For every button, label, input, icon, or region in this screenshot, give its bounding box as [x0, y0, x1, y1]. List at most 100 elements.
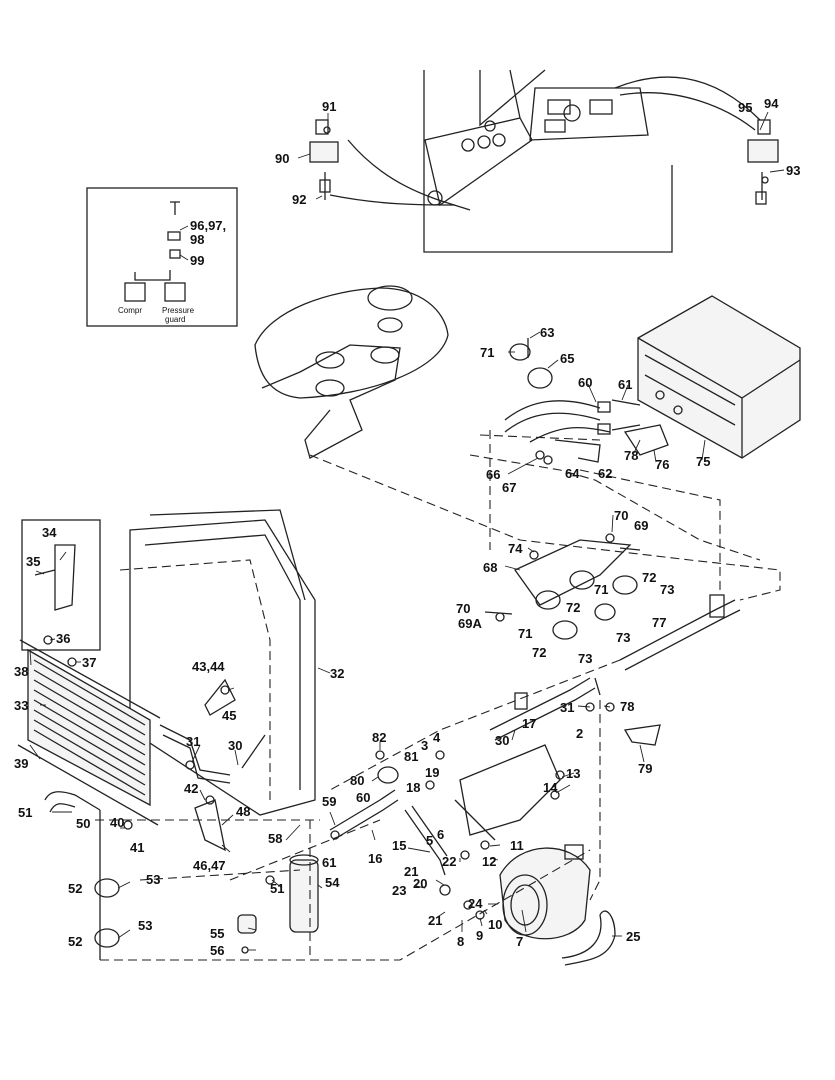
callout-71-lower: 71 — [518, 626, 532, 641]
callout-30-left: 30 — [228, 738, 242, 753]
callout-70-top: 70 — [614, 508, 628, 523]
cab-dashboard-view — [329, 69, 761, 253]
callout-53-upper: 53 — [146, 872, 160, 887]
callout-21-upper: 21 — [404, 864, 418, 879]
callout-69a: 69A — [458, 616, 482, 631]
callout-81: 81 — [404, 749, 418, 764]
evaporator-unit — [637, 295, 801, 459]
callout-19: 19 — [425, 765, 439, 780]
callout-99: 99 — [190, 253, 204, 268]
compressor — [499, 844, 591, 940]
callout-90: 90 — [275, 151, 289, 166]
hose-77 — [619, 594, 741, 671]
callout-35: 35 — [26, 554, 40, 569]
callout-78-right: 78 — [620, 699, 634, 714]
callout-7: 7 — [516, 934, 523, 949]
callout-72-bottom: 72 — [532, 645, 546, 660]
callout-37: 37 — [82, 655, 96, 670]
callout-46-47: 46,47 — [193, 858, 226, 873]
callout-91: 91 — [322, 99, 336, 114]
bracket-43-44 — [204, 678, 236, 716]
callout-66: 66 — [486, 467, 500, 482]
callout-62: 62 — [598, 466, 612, 481]
hose-clamp-63-65 — [509, 338, 553, 389]
callout-65: 65 — [560, 351, 574, 366]
callout-17: 17 — [522, 716, 536, 731]
callout-32: 32 — [330, 666, 344, 681]
leader-lines — [29, 111, 785, 951]
callout-14: 14 — [543, 780, 558, 795]
callout-72-lower: 72 — [566, 600, 580, 615]
tensioner-rod-15 — [404, 805, 448, 876]
callout-18: 18 — [406, 780, 420, 795]
callout-45: 45 — [222, 708, 236, 723]
rocker-switch-left — [309, 119, 339, 200]
callout-79: 79 — [638, 761, 652, 776]
callout-63: 63 — [540, 325, 554, 340]
callout-3: 3 — [421, 738, 428, 753]
bracket-46-47 — [194, 799, 226, 852]
callout-61-lower: 61 — [322, 855, 336, 870]
callout-77: 77 — [652, 615, 666, 630]
clamp-bracket-68 — [484, 539, 641, 640]
callout-55: 55 — [210, 926, 224, 941]
callout-70-lower: 70 — [456, 601, 470, 616]
pipe-50 — [44, 791, 101, 960]
drive-belt-25 — [561, 910, 616, 966]
pipe-30-right — [489, 677, 601, 741]
detail-box-34 — [21, 519, 101, 651]
callout-72-mid: 72 — [642, 570, 656, 585]
callout-98: 98 — [190, 232, 204, 247]
compressor-bracket-17 — [454, 744, 561, 841]
callout-41: 41 — [130, 840, 144, 855]
callout-53-lower: 53 — [138, 918, 152, 933]
callout-93: 93 — [786, 163, 800, 178]
hose-routing-dashed — [95, 430, 781, 961]
callout-6: 6 — [437, 827, 444, 842]
callout-8: 8 — [457, 934, 464, 949]
callout-60-lower: 60 — [356, 790, 370, 805]
callout-96-97: 96,97, — [190, 218, 226, 233]
callout-67: 67 — [502, 480, 516, 495]
clamp-52-upper — [94, 878, 120, 898]
callout-4: 4 — [433, 730, 441, 745]
rocker-switch-right — [747, 119, 779, 205]
bracket-62 — [535, 439, 601, 463]
callout-59: 59 — [322, 794, 336, 809]
tank-assembly — [254, 285, 449, 459]
callout-12: 12 — [482, 854, 496, 869]
callout-2: 2 — [576, 726, 583, 741]
callout-39: 39 — [14, 756, 28, 771]
callout-82: 82 — [372, 730, 386, 745]
callout-36: 36 — [56, 631, 70, 646]
clamp-52-lower — [94, 928, 120, 948]
callout-80: 80 — [350, 773, 364, 788]
evaporator-hoses — [504, 399, 669, 456]
callout-60-top: 60 — [578, 375, 592, 390]
callout-73-lower: 73 — [616, 630, 630, 645]
callout-25: 25 — [626, 929, 640, 944]
callout-22: 22 — [442, 854, 456, 869]
callout-48: 48 — [236, 804, 250, 819]
callout-74: 74 — [508, 541, 523, 556]
callout-54: 54 — [325, 875, 340, 890]
callout-52-upper: 52 — [68, 881, 82, 896]
callout-56: 56 — [210, 943, 224, 958]
callout-16: 16 — [368, 851, 382, 866]
callout-40: 40 — [110, 815, 124, 830]
callout-50: 50 — [76, 816, 90, 831]
callout-30-right: 30 — [495, 733, 509, 748]
pressure-guard-label-1: Pressure — [162, 306, 195, 315]
callout-43-44: 43,44 — [192, 659, 225, 674]
callout-73-bottom: 73 — [578, 651, 592, 666]
condenser — [17, 639, 161, 826]
callout-20: 20 — [413, 876, 427, 891]
callout-94: 94 — [764, 96, 779, 111]
callout-68: 68 — [483, 560, 497, 575]
callout-52-lower: 52 — [68, 934, 82, 949]
callout-11: 11 — [510, 838, 524, 853]
callout-9: 9 — [476, 928, 483, 943]
pressure-guard-label-2: guard — [165, 315, 185, 324]
receiver-drier-54 — [289, 854, 319, 933]
callout-61-top: 61 — [618, 377, 632, 392]
